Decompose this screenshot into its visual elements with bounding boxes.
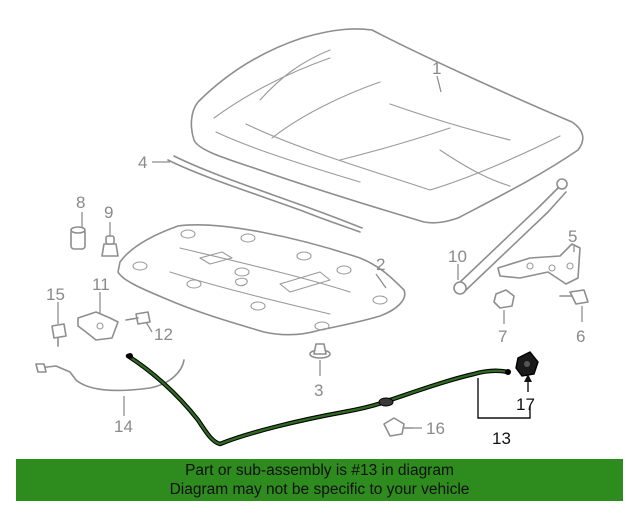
part-2-hood-insulator[interactable] bbox=[117, 224, 406, 336]
part-17-release-handle[interactable] bbox=[515, 351, 539, 377]
notice-banner: Part or sub-assembly is #13 in diagram D… bbox=[16, 459, 623, 501]
notice-line-1: Part or sub-assembly is #13 in diagram bbox=[185, 462, 454, 479]
callout-labels: 1 2 3 4 5 6 7 8 9 10 11 12 13 14 15 16 1… bbox=[46, 59, 585, 448]
callout-2: 2 bbox=[376, 255, 385, 274]
callout-9: 9 bbox=[104, 203, 113, 222]
notice-line-2: Diagram may not be specific to your vehi… bbox=[169, 481, 470, 498]
part-11-hood-latch[interactable] bbox=[77, 311, 119, 341]
part-13-hood-release-cable[interactable] bbox=[125, 353, 511, 447]
callout-14: 14 bbox=[114, 417, 133, 436]
part-15-bolt[interactable] bbox=[51, 323, 67, 347]
part-12-bolt[interactable] bbox=[125, 311, 151, 325]
callout-1: 1 bbox=[432, 59, 441, 78]
part-1-hood[interactable] bbox=[190, 28, 584, 224]
part-4-hood-seal[interactable] bbox=[167, 155, 363, 233]
callout-4: 4 bbox=[138, 153, 147, 172]
callout-3: 3 bbox=[314, 381, 323, 400]
part-5-hood-hinge[interactable] bbox=[497, 243, 581, 285]
part-8-hood-bumper[interactable] bbox=[70, 226, 86, 250]
part-16-cable-clip[interactable] bbox=[383, 417, 413, 437]
callout-17: 17 bbox=[516, 395, 535, 414]
callout-6: 6 bbox=[576, 327, 585, 346]
part-3-push-clip[interactable] bbox=[309, 343, 331, 359]
callout-16: 16 bbox=[426, 419, 445, 438]
callout-8: 8 bbox=[76, 193, 85, 212]
callout-11: 11 bbox=[92, 275, 110, 294]
part-6-bolt[interactable] bbox=[559, 289, 589, 305]
callout-13: 13 bbox=[492, 429, 511, 448]
part-7-nut[interactable] bbox=[493, 289, 515, 309]
leader-lines bbox=[57, 75, 583, 429]
part-10-lift-support[interactable] bbox=[453, 178, 568, 295]
callout-12: 12 bbox=[154, 325, 173, 344]
callout-5: 5 bbox=[568, 227, 577, 246]
part-9-hood-stop[interactable] bbox=[101, 235, 119, 257]
part-14-secondary-cable[interactable] bbox=[35, 359, 185, 392]
callout-10: 10 bbox=[448, 247, 467, 266]
callout-7: 7 bbox=[498, 327, 507, 346]
callout-15: 15 bbox=[46, 285, 65, 304]
